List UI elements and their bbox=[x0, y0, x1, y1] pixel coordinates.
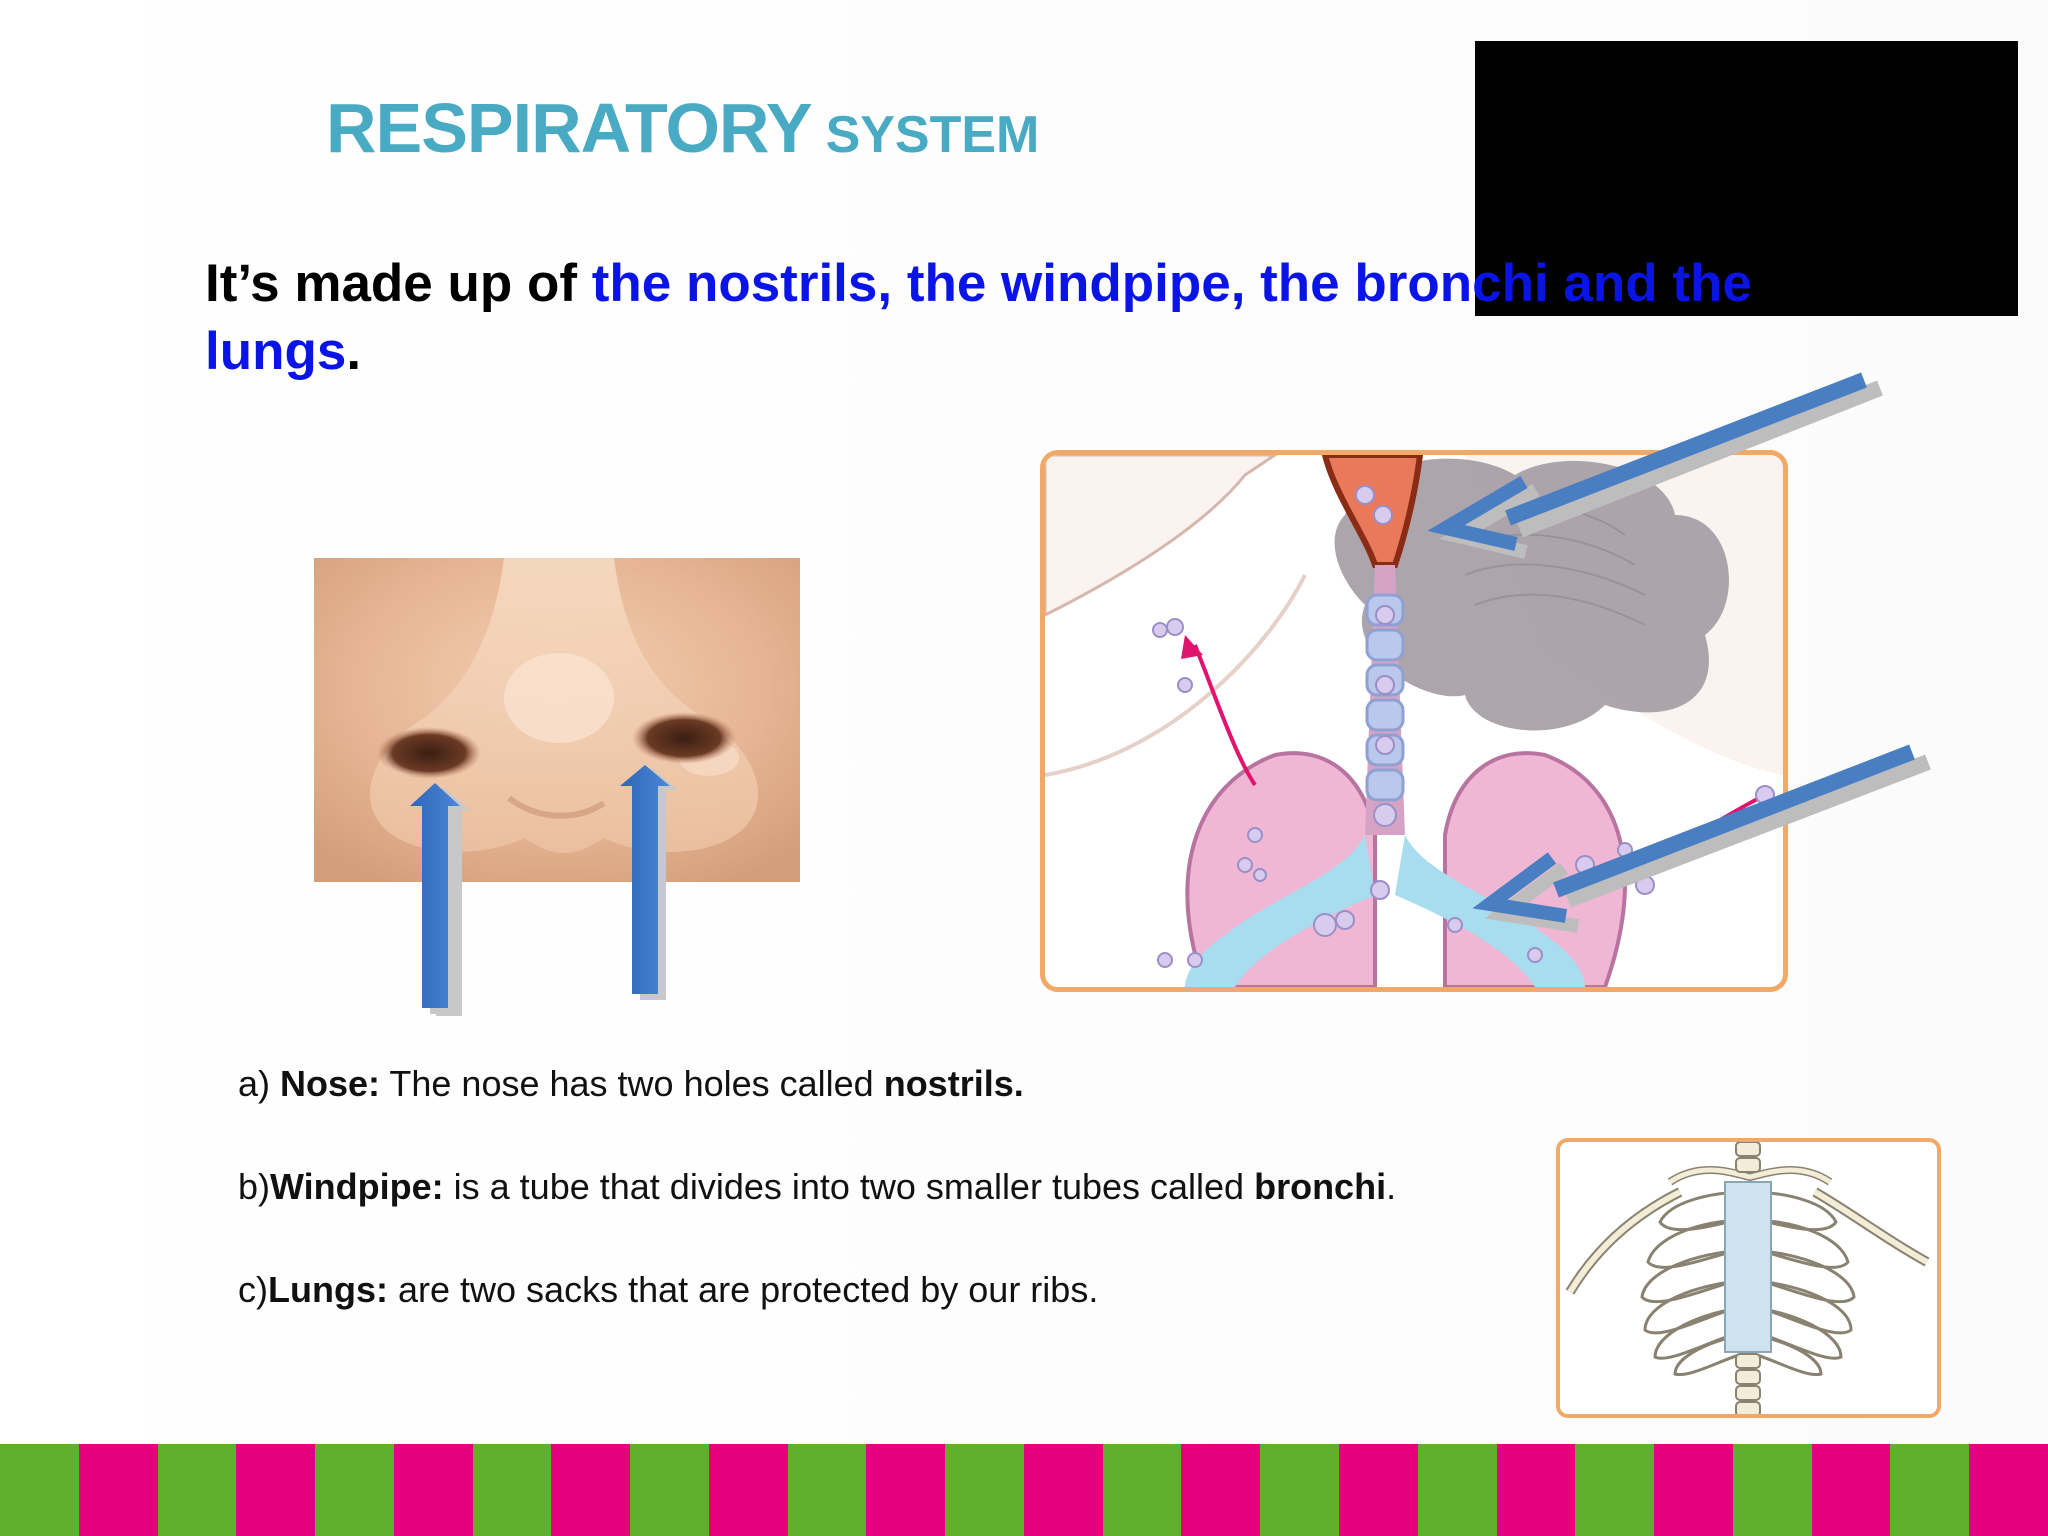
stripe bbox=[236, 1444, 316, 1536]
lungs-diagram bbox=[1040, 450, 1788, 992]
stripe bbox=[630, 1444, 709, 1536]
list-item-lungs: c)Lungs: are two sacks that are protecte… bbox=[238, 1269, 1098, 1311]
stripe bbox=[157, 1444, 237, 1536]
list-item-windpipe: b)Windpipe: is a tube that divides into … bbox=[238, 1166, 1396, 1208]
stripe bbox=[78, 1444, 158, 1536]
stripe bbox=[1575, 1444, 1655, 1536]
item-term: Windpipe: bbox=[270, 1166, 444, 1207]
item-tail: . bbox=[1386, 1166, 1397, 1207]
stripe bbox=[866, 1444, 946, 1536]
item-text: are two sacks that are protected by our … bbox=[387, 1269, 1099, 1310]
stripe bbox=[472, 1444, 552, 1536]
item-term: Lungs: bbox=[268, 1269, 388, 1310]
stripe bbox=[393, 1444, 473, 1536]
intro-suffix: . bbox=[346, 322, 362, 381]
stripe bbox=[315, 1444, 394, 1536]
stripe bbox=[1890, 1444, 1970, 1536]
stripe bbox=[1969, 1444, 2048, 1536]
stripe bbox=[708, 1444, 788, 1536]
stripe bbox=[787, 1444, 867, 1536]
stripe bbox=[1339, 1444, 1418, 1536]
title-main: RESPIRATORY bbox=[326, 89, 813, 167]
decorative-stripes bbox=[0, 1444, 2048, 1536]
stripe bbox=[945, 1444, 1024, 1536]
item-text: The nose has two holes called bbox=[380, 1063, 884, 1104]
intro-highlight: the nostrils, the windpipe, the bronchi … bbox=[205, 254, 1752, 381]
stripe bbox=[1181, 1444, 1261, 1536]
stripe bbox=[1732, 1444, 1812, 1536]
item-term: Nose: bbox=[280, 1063, 381, 1104]
item-prefix: c) bbox=[238, 1269, 268, 1310]
redaction-box bbox=[1475, 41, 2018, 316]
item-emph: nostrils. bbox=[883, 1063, 1024, 1104]
intro-text: It’s made up of the nostrils, the windpi… bbox=[205, 250, 1845, 386]
stripe bbox=[1260, 1444, 1340, 1536]
nose-photo bbox=[314, 558, 800, 882]
stripe bbox=[1496, 1444, 1576, 1536]
item-prefix: b) bbox=[238, 1166, 271, 1207]
stripe bbox=[1417, 1444, 1497, 1536]
item-prefix: a) bbox=[238, 1063, 281, 1104]
stripe bbox=[0, 1444, 79, 1536]
stripe bbox=[551, 1444, 631, 1536]
item-text: is a tube that divides into two smaller … bbox=[443, 1166, 1255, 1207]
item-emph: bronchi bbox=[1254, 1166, 1387, 1207]
intro-prefix: It’s made up of bbox=[205, 254, 592, 313]
list-item-nose: a) Nose: The nose has two holes called n… bbox=[238, 1063, 1024, 1105]
stripe bbox=[1654, 1444, 1733, 1536]
ribcage-image bbox=[1556, 1138, 1941, 1418]
title-sub: SYSTEM bbox=[825, 106, 1040, 164]
stripe bbox=[1102, 1444, 1182, 1536]
stripe bbox=[1023, 1444, 1103, 1536]
stripe bbox=[1811, 1444, 1891, 1536]
